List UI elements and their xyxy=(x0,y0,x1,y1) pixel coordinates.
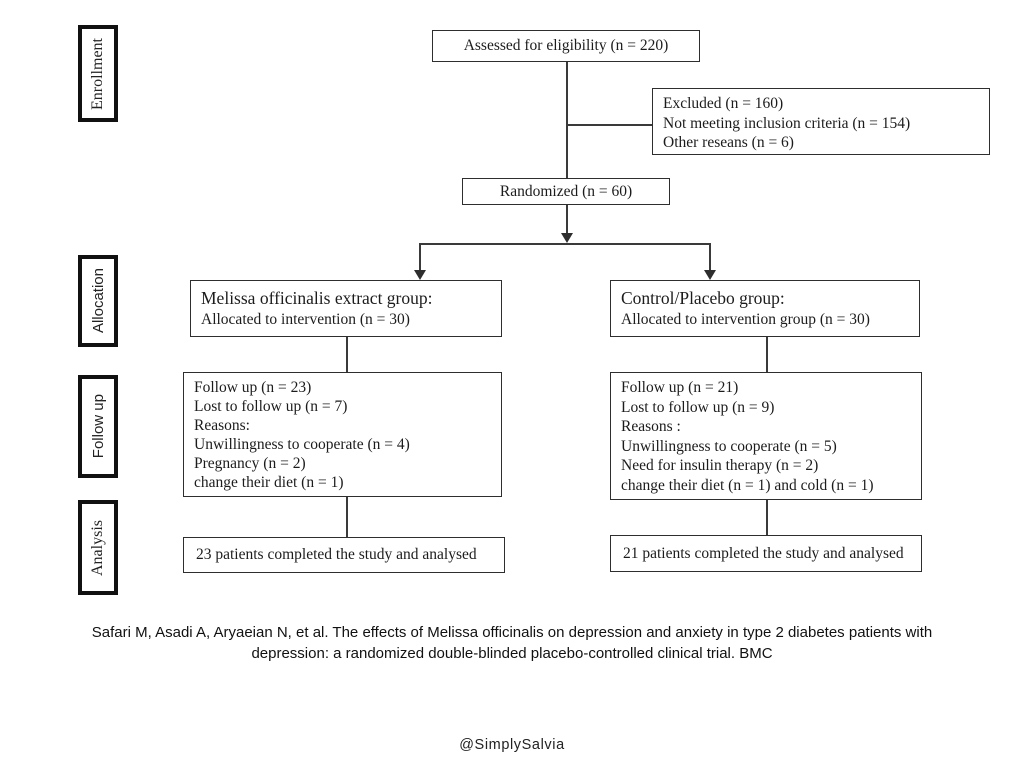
allocation-intervention-title: Melissa officinalis extract group: xyxy=(201,288,433,308)
excluded-line: Not meeting inclusion criteria (n = 154) xyxy=(663,114,911,132)
followup-control-line: Unwillingness to cooperate (n = 5) xyxy=(621,437,837,455)
box-allocation-control: Control/Placebo group: Allocated to inte… xyxy=(610,280,920,337)
analysis-intervention-text: 23 patients completed the study and anal… xyxy=(196,546,477,564)
connector-followup-to-analysis-left xyxy=(346,497,348,537)
followup-intervention-line: Pregnancy (n = 2) xyxy=(194,455,306,472)
stage-follow-up: Follow up xyxy=(78,375,118,478)
connector-followup-to-analysis-right xyxy=(766,500,768,535)
box-randomized: Randomized (n = 60) xyxy=(462,178,670,205)
allocation-control-title: Control/Placebo group: xyxy=(621,288,785,308)
connector-randomized-down xyxy=(566,205,568,235)
stage-follow-up-label: Follow up xyxy=(89,394,107,459)
box-followup-intervention: Follow up (n = 23) Lost to follow up (n … xyxy=(183,372,502,497)
stage-allocation: Allocation xyxy=(78,255,118,347)
stage-enrollment: Enrollment xyxy=(78,25,118,122)
excluded-line: Excluded (n = 160) xyxy=(663,95,784,112)
arrowhead-intervention-icon xyxy=(414,270,426,280)
randomized-text: Randomized (n = 60) xyxy=(499,182,633,200)
followup-intervention-line: Reasons: xyxy=(194,417,250,434)
followup-control-line: Lost to follow up (n = 9) xyxy=(621,398,775,416)
followup-control-line: Need for insulin therapy (n = 2) xyxy=(621,457,819,474)
allocation-intervention-line: Allocated to intervention (n = 30) xyxy=(201,311,410,328)
stage-allocation-label: Allocation xyxy=(89,268,107,334)
box-assessed-eligibility: Assessed for eligibility (n = 220) xyxy=(432,30,700,62)
assessed-text: Assessed for eligibility (n = 220) xyxy=(463,37,669,55)
followup-intervention-line: Lost to follow up (n = 7) xyxy=(194,398,348,415)
stage-analysis-label: Analysis xyxy=(89,519,106,576)
allocation-control-line: Allocated to intervention group (n = 30) xyxy=(621,311,870,328)
connector-assessed-to-randomized xyxy=(566,62,568,178)
followup-control-line: Follow up (n = 21) xyxy=(621,379,739,396)
citation-text: Safari M, Asadi A, Aryaeian N, et al. Th… xyxy=(91,624,933,662)
followup-control-line: change their diet (n = 1) and cold (n = … xyxy=(621,476,874,494)
arrowhead-split-icon xyxy=(561,233,573,243)
box-allocation-intervention: Melissa officinalis extract group: Alloc… xyxy=(190,280,502,337)
box-analysis-control: 21 patients completed the study and anal… xyxy=(610,535,922,572)
box-followup-control: Follow up (n = 21) Lost to follow up (n … xyxy=(610,372,922,500)
connector-alloc-to-followup-right xyxy=(766,337,768,372)
connector-alloc-to-followup-left xyxy=(346,337,348,372)
followup-intervention-line: change their diet (n = 1) xyxy=(194,474,344,491)
box-analysis-intervention: 23 patients completed the study and anal… xyxy=(183,537,505,573)
connector-branch-to-excluded xyxy=(566,124,652,126)
connector-to-control xyxy=(709,243,711,271)
connector-split-horizontal xyxy=(419,243,711,245)
excluded-line: Other reseans (n = 6) xyxy=(663,134,794,151)
connector-to-intervention xyxy=(419,243,421,271)
analysis-control-text: 21 patients completed the study and anal… xyxy=(623,544,904,562)
box-excluded: Excluded (n = 160) Not meeting inclusion… xyxy=(652,88,990,155)
stage-enrollment-label: Enrollment xyxy=(89,37,106,110)
followup-intervention-line: Unwillingness to cooperate (n = 4) xyxy=(194,436,410,453)
stage-analysis: Analysis xyxy=(78,500,118,595)
social-handle: @SimplySalvia xyxy=(459,737,565,753)
arrowhead-control-icon xyxy=(704,270,716,280)
followup-control-line: Reasons : xyxy=(621,418,681,435)
followup-intervention-line: Follow up (n = 23) xyxy=(194,379,312,396)
